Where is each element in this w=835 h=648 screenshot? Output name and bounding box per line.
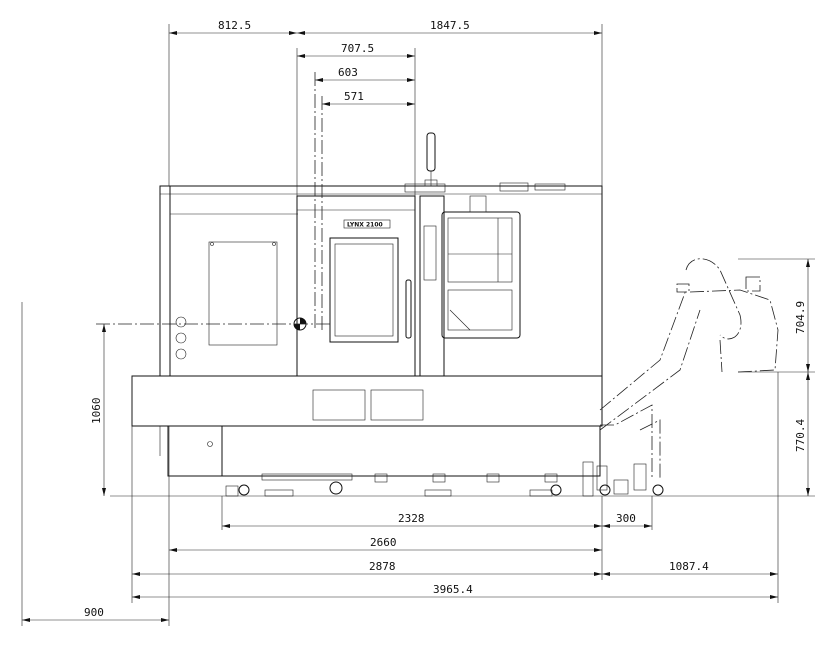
dim-2660: 2660: [370, 536, 397, 549]
extension-lines: [21, 24, 815, 626]
dim-2878: 2878: [369, 560, 396, 573]
dimension-lines: [22, 31, 810, 622]
dim-1060: 1060: [90, 398, 103, 425]
dim-571: 571: [344, 90, 364, 103]
dim-707-5: 707.5: [341, 42, 374, 55]
dim-2328: 2328: [398, 512, 425, 525]
dim-3965-4: 3965.4: [433, 583, 473, 596]
dimension-labels: 812.5 1847.5 707.5 603 571 704.9 770.4 1…: [84, 19, 807, 619]
machine-nameplate: LYNX 2100: [347, 222, 383, 229]
chip-conveyor-outline: [599, 258, 779, 480]
dim-900: 900: [84, 606, 104, 619]
dim-1847-5: 1847.5: [430, 19, 470, 32]
dim-770-4: 770.4: [794, 419, 807, 452]
dim-704-9: 704.9: [794, 301, 807, 334]
dim-300: 300: [616, 512, 636, 525]
dim-603: 603: [338, 66, 358, 79]
machine-body: LYNX 2100: [131, 132, 664, 497]
dim-812-5: 812.5: [218, 19, 251, 32]
dim-1087-4: 1087.4: [669, 560, 709, 573]
